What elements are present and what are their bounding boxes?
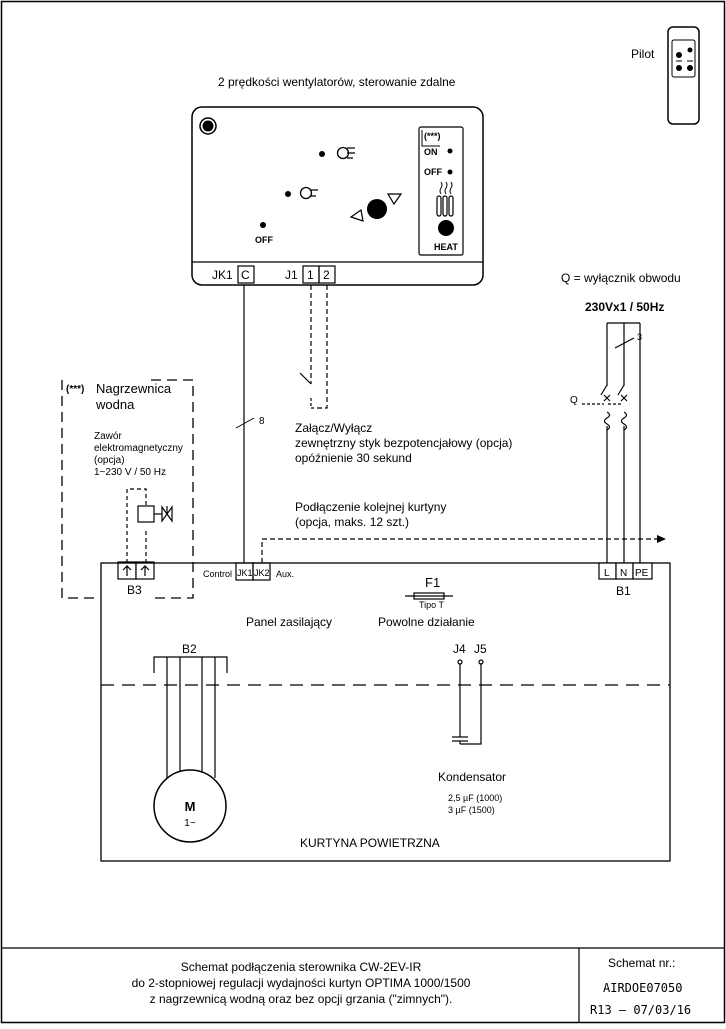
controller-title: 2 prędkości wentylatorów, sterowanie zda…	[218, 75, 456, 89]
controller-unit: OFF (***) ON OFF HEAT JK1 C J1 1	[191, 106, 484, 286]
scheme-number: AIRDOE07050	[603, 981, 682, 995]
arrow-right-icon	[386, 193, 403, 206]
next-curtain-line1: Podłączenie kolejnej kurtyny	[295, 500, 446, 514]
fan-low-icon	[299, 186, 318, 200]
capacitor-value1: 2,5 µF (1000)	[448, 793, 502, 803]
revision: R13 – 07/03/16	[590, 1003, 691, 1017]
panel-jk2: JK2	[254, 568, 270, 578]
j5-label: J5	[474, 642, 487, 656]
heater-coil-icon	[436, 195, 454, 217]
speed-low-led-icon	[285, 191, 291, 197]
power-panel-label: Panel zasilający	[246, 615, 332, 629]
curtain-label: KURTYNA POWIETRZNA	[300, 836, 440, 850]
speed-knob-icon	[367, 199, 387, 219]
fan-high-icon	[336, 146, 355, 160]
external-contact-line2: zewnętrzny styk bezpotencjałowy (opcja)	[295, 436, 512, 450]
arrow-left-icon	[349, 208, 364, 222]
fuse-icon	[405, 592, 453, 600]
external-contact-wiring	[310, 285, 328, 409]
heater-title-line2: wodna	[95, 397, 135, 412]
j4-label: J4	[453, 642, 466, 656]
solenoid-valve-icon	[126, 488, 173, 563]
slow-action-label: Powolne działanie	[378, 615, 475, 629]
water-heater-section	[61, 379, 194, 599]
controller-off-label: OFF	[255, 235, 273, 245]
aux-label: Aux.	[276, 569, 294, 579]
title-line1: Schemat podłączenia sterownika CW-2EV-IR	[181, 960, 422, 974]
capacitor-label: Kondensator	[438, 770, 506, 784]
terminal-block-b1	[598, 562, 653, 580]
terminal-jk2	[252, 562, 271, 581]
capacitor-icon	[452, 659, 484, 745]
b2-label: B2	[182, 642, 197, 656]
heater-title-line1: Nagrzewnica	[96, 381, 172, 396]
terminal-1: 1	[307, 268, 314, 282]
supply-label: 230Vx1 / 50Hz	[585, 300, 664, 314]
remote-control-icon	[667, 26, 700, 125]
controller-jk1-label: JK1	[212, 268, 233, 282]
remote-label: Pilot	[631, 47, 655, 61]
supply-wiring	[606, 322, 641, 563]
scheme-label: Schemat nr.:	[608, 956, 675, 970]
valve-line2: elektromagnetyczny	[94, 443, 183, 454]
title-block	[1, 947, 725, 1023]
motor-icon	[153, 769, 227, 843]
switch-off-label: OFF	[424, 167, 442, 177]
ir-receiver-icon	[199, 117, 217, 135]
off-led-icon	[260, 222, 266, 228]
b3-label: B3	[127, 583, 142, 597]
motor-symbol: M	[185, 799, 196, 814]
motor-phase: 1~	[184, 818, 196, 829]
b1-terminal-l: L	[604, 568, 610, 579]
panel-jk1: JK1	[237, 568, 253, 578]
external-contact-switch-icon	[299, 372, 312, 408]
title-line3: z nagrzewnicą wodną oraz bez opcji grzan…	[150, 992, 453, 1006]
heat-button-icon	[438, 220, 454, 236]
capacitor-value2: 3 µF (1500)	[448, 805, 495, 815]
title-line2: do 2-stopniowej regulacji wydajności kur…	[132, 976, 471, 990]
heat-label: HEAT	[434, 242, 458, 252]
fuse-label: F1	[425, 575, 440, 590]
b1-label: B1	[616, 584, 631, 598]
switch-on-label: ON	[424, 147, 438, 157]
supply-wire-count: 3	[637, 332, 642, 342]
switch-on-note: (***)	[424, 131, 441, 141]
valve-line3: (opcja)	[94, 455, 125, 466]
b1-terminal-n: N	[620, 568, 627, 579]
cable-tick	[235, 417, 255, 429]
terminal-c: C	[241, 268, 250, 282]
b1-terminal-pe: PE	[635, 568, 649, 579]
motor-wiring	[153, 656, 228, 778]
heat-waves-icon	[439, 181, 453, 195]
external-contact-line1: Załącz/Wyłącz	[295, 421, 372, 435]
next-curtain-link	[261, 538, 657, 563]
terminal-block-b3	[117, 561, 155, 580]
speed-high-led-icon	[319, 151, 325, 157]
external-contact-line3: opóźnienie 30 sekund	[295, 451, 412, 465]
valve-line1: Zawór	[94, 431, 122, 442]
breaker-note: Q = wyłącznik obwodu	[561, 271, 681, 285]
next-curtain-line2: (opcja, maks. 12 szt.)	[295, 515, 409, 529]
circuit-breaker-icon	[582, 384, 630, 431]
on-led-icon	[447, 148, 453, 154]
heater-note: (***)	[66, 384, 84, 395]
air-curtain-unit	[100, 562, 671, 862]
valve-line4: 1~230 V / 50 Hz	[94, 467, 166, 478]
fuse-type: Tipo T	[419, 600, 445, 610]
terminal-2: 2	[323, 268, 330, 282]
cable-wire-count: 8	[259, 416, 265, 427]
control-label: Control	[203, 569, 232, 579]
breaker-q-label: Q	[570, 395, 578, 406]
off2-led-icon	[447, 169, 453, 175]
next-curtain-arrow-icon	[657, 535, 666, 543]
controller-j1-label: J1	[285, 268, 298, 282]
